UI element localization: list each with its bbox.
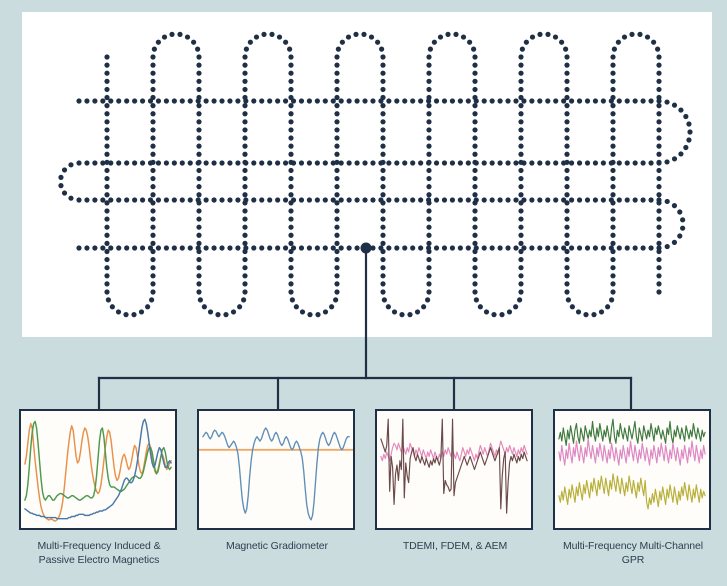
- instrument-panels-row: Multi-Frequency Induced & Passive Electr…: [0, 409, 727, 586]
- panel-chart-3: [558, 418, 706, 510]
- panel-chart-frame-1: [197, 409, 355, 530]
- orange-response: [24, 422, 172, 522]
- green-channel: [558, 418, 706, 447]
- panel-cell-2[interactable]: TDEMI, FDEM, & AEM: [375, 409, 535, 553]
- panel-caption-1: Magnetic Gradiometer: [226, 540, 328, 552]
- panel-cell-1[interactable]: Magnetic Gradiometer: [197, 409, 357, 553]
- pink-channel: [558, 438, 706, 466]
- panel-caption-2: TDEMI, FDEM, & AEM: [402, 540, 508, 552]
- panel-cell-3[interactable]: Multi-Frequency Multi-Channel GPR: [553, 409, 713, 567]
- survey-map-svg: [58, 31, 693, 318]
- blue-response: [24, 418, 172, 520]
- pink-channel: [380, 440, 528, 462]
- green-response: [24, 420, 172, 501]
- panel-chart-frame-3: [553, 409, 711, 530]
- panel-chart-1: [199, 427, 353, 521]
- survey-map-card: [22, 12, 712, 337]
- survey-point-marker: [360, 242, 372, 254]
- panel-caption-3: Multi-Frequency Multi-Channel GPR: [562, 540, 704, 566]
- panel-cell-0[interactable]: Multi-Frequency Induced & Passive Electr…: [19, 409, 179, 567]
- panel-chart-2: [380, 418, 528, 514]
- panel-caption-0: Multi-Frequency Induced & Passive Electr…: [37, 540, 161, 566]
- blue-gradiometer-trace: [202, 427, 350, 521]
- panel-chart-frame-2: [375, 409, 533, 530]
- olive-channel: [558, 473, 706, 510]
- dark-brown-channel: [380, 418, 528, 514]
- panel-chart-frame-0: [19, 409, 177, 530]
- panel-chart-0: [24, 418, 172, 522]
